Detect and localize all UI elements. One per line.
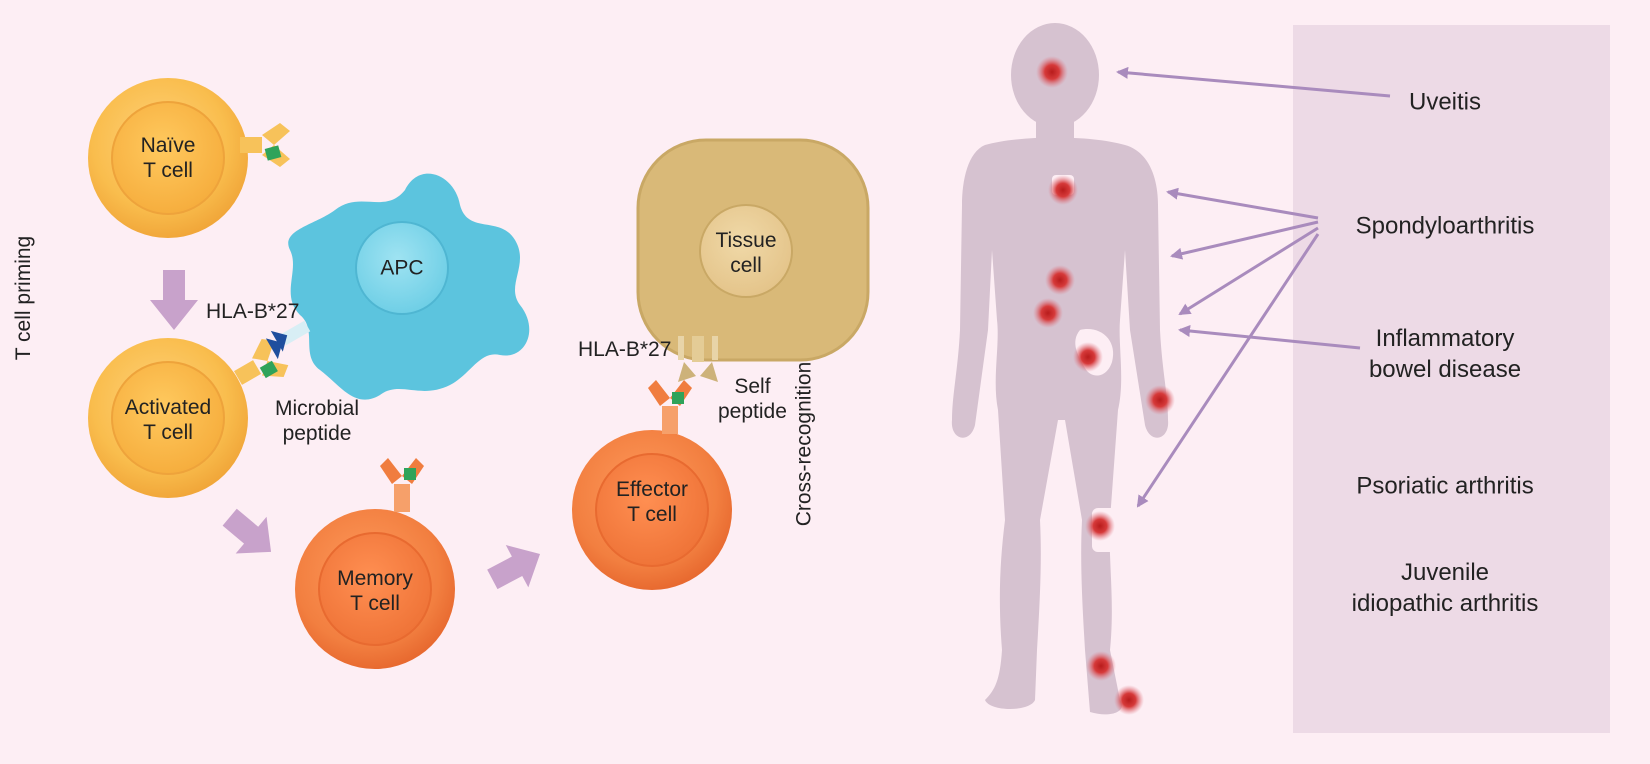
pointer-uveitis — [1116, 66, 1391, 98]
inflammation-spot-icon — [1033, 298, 1063, 328]
activated-t-cell — [88, 338, 248, 498]
arrow-activated-to-memory — [222, 508, 272, 554]
effector-t-cell — [572, 430, 732, 590]
inflammation-spot-icon — [1073, 342, 1103, 372]
receptor-icon — [240, 123, 290, 167]
inflammation-spot-icon — [1085, 511, 1115, 541]
pointer-spondylo-1 — [1166, 187, 1319, 220]
pointer-spondylo-4 — [1136, 233, 1320, 508]
disease-psoriatic-arthritis: Psoriatic arthritis — [1356, 472, 1534, 500]
disease-pointers — [1116, 66, 1391, 508]
hla-icon — [678, 336, 718, 382]
inflammation-spot-icon — [1114, 685, 1144, 715]
disease-spondyloarthritis: Spondyloarthritis — [1355, 212, 1535, 240]
pointer-ibd — [1178, 325, 1361, 350]
human-body — [951, 23, 1169, 715]
receptor-icon — [234, 338, 289, 385]
inflammation-spots — [1033, 56, 1175, 715]
apc-label: APC — [380, 256, 424, 280]
disease-panel — [1293, 25, 1610, 733]
t-cell-priming-label: T cell priming — [12, 235, 36, 361]
inflammation-spot-icon — [1045, 265, 1075, 295]
arrow-naive-to-activated — [150, 270, 198, 330]
apc-nucleus — [355, 221, 449, 315]
hla-icon — [265, 320, 311, 360]
naive-t-cell — [88, 78, 248, 238]
hla-label-left: HLA-B*27 — [206, 300, 300, 323]
memory-t-cell — [295, 509, 455, 669]
inflammation-spot-icon — [1145, 385, 1175, 415]
disease-uveitis: Uveitis — [1408, 88, 1482, 116]
inflammation-spot-icon — [1086, 651, 1116, 681]
receptor-icon — [380, 458, 424, 512]
hla-label-right: HLA-B*27 — [578, 338, 672, 361]
tissue-nucleus — [699, 204, 793, 298]
receptor-icon — [648, 380, 692, 434]
arrow-memory-to-effector — [487, 545, 541, 590]
pointer-spondylo-2 — [1170, 220, 1319, 260]
inflammation-spot-icon — [1048, 175, 1078, 205]
inflammation-spot-icon — [1036, 56, 1068, 88]
pointer-spondylo-3 — [1178, 226, 1319, 316]
cross-recognition-label: Cross-recognition — [792, 361, 816, 527]
